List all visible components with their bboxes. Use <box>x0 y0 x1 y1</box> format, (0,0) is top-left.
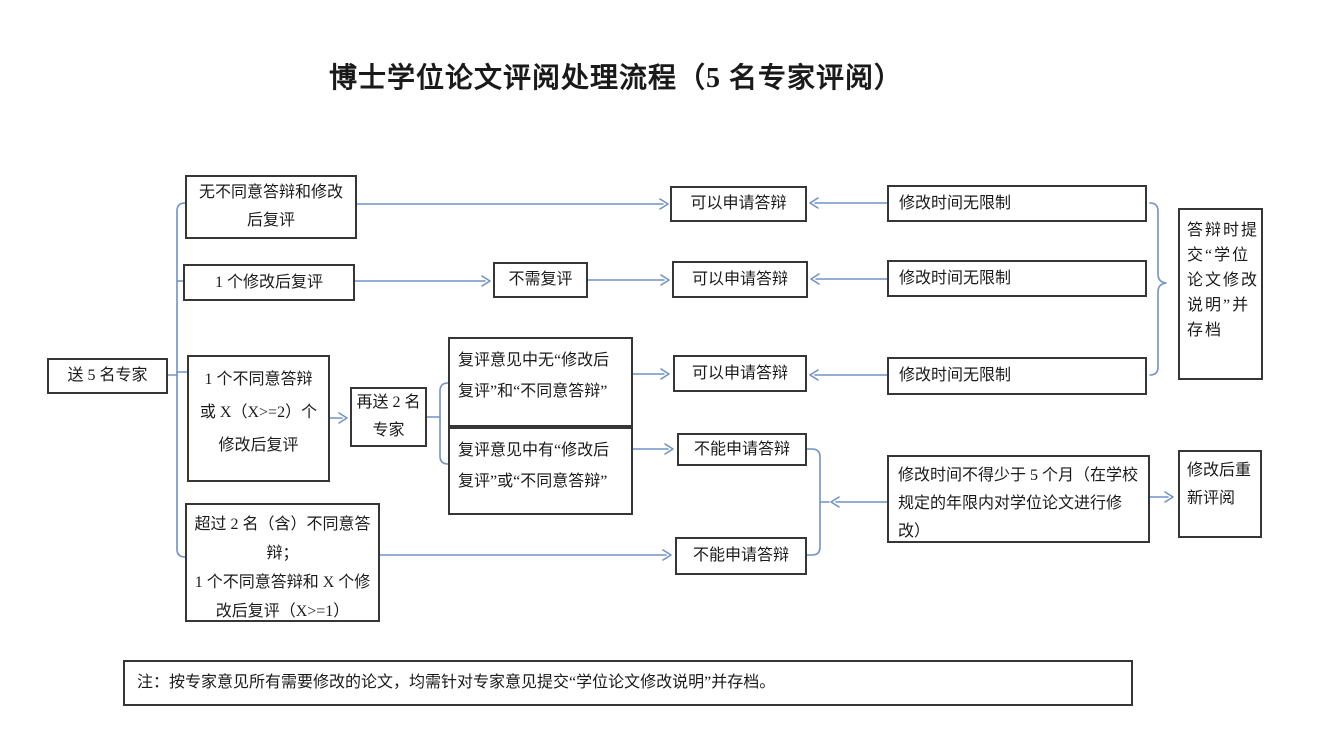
arrowhead-right <box>664 443 674 455</box>
page-title: 博士学位论文评阅处理流程（5 名专家评阅） <box>328 63 903 94</box>
flow-node-recheck-no: 复评意见中无“修改后 复评”和“不同意答辩” <box>448 337 633 427</box>
flow-node-resend2: 再送 2 名 专家 <box>350 387 427 447</box>
flow-node-time3: 修改时间无限制 <box>887 357 1147 395</box>
flow-node-cannot1: 不能申请答辩 <box>677 433 807 466</box>
arrowhead-left <box>810 273 820 285</box>
bracket <box>806 448 821 556</box>
flow-node-may1: 可以申请答辩 <box>670 186 807 222</box>
flow-node-no-need: 不需复评 <box>493 262 588 298</box>
flow-node-time1: 修改时间无限制 <box>887 185 1147 222</box>
arrowhead-right <box>660 274 670 286</box>
arrowhead-right <box>481 275 491 287</box>
flow-node-rereview: 修改后重 新评阅 <box>1178 450 1262 538</box>
arrowhead-right <box>659 198 669 210</box>
flow-node-time5m: 修改时间不得少于 5 个月（在学校 规定的年限内对学位论文进行修 改） <box>887 455 1150 543</box>
flow-node-send5: 送 5 名专家 <box>47 358 168 394</box>
arrowhead-left <box>809 197 819 209</box>
flow-node-cond2: 1 个修改后复评 <box>183 264 355 301</box>
arrowhead-right <box>338 412 348 424</box>
flow-node-cond3: 1 个不同意答辩 或 X（X>=2）个 修改后复评 <box>187 355 330 482</box>
flow-node-archive: 答辩时提 交“学位 论文修改 说明”并 存档 <box>1178 208 1263 380</box>
note-box: 注：按专家意见所有需要修改的论文，均需针对专家意见提交“学位论文修改说明”并存档… <box>123 660 1133 706</box>
flow-node-may3: 可以申请答辩 <box>673 355 807 392</box>
flow-node-recheck-yes: 复评意见中有“修改后 复评”或“不同意答辩” <box>448 427 633 515</box>
flow-node-cond1: 无不同意答辩和修改 后复评 <box>185 175 357 239</box>
arrowhead-right <box>660 368 670 380</box>
flow-node-may2: 可以申请答辩 <box>672 261 808 298</box>
arrowhead-right <box>1164 491 1174 503</box>
flow-node-cannot2: 不能申请答辩 <box>675 537 807 575</box>
flow-node-time2: 修改时间无限制 <box>887 260 1147 297</box>
branch-spine <box>176 202 186 558</box>
bracket <box>439 382 449 465</box>
arrowhead-left <box>809 369 819 381</box>
arrowhead-left <box>830 496 840 508</box>
arrowhead-right <box>662 549 672 561</box>
flow-node-cond4: 超过 2 名（含）不同意答 辩； 1 个不同意答辩和 X 个修 改后复评（X>=… <box>185 503 380 622</box>
curly-brace <box>1149 202 1167 376</box>
